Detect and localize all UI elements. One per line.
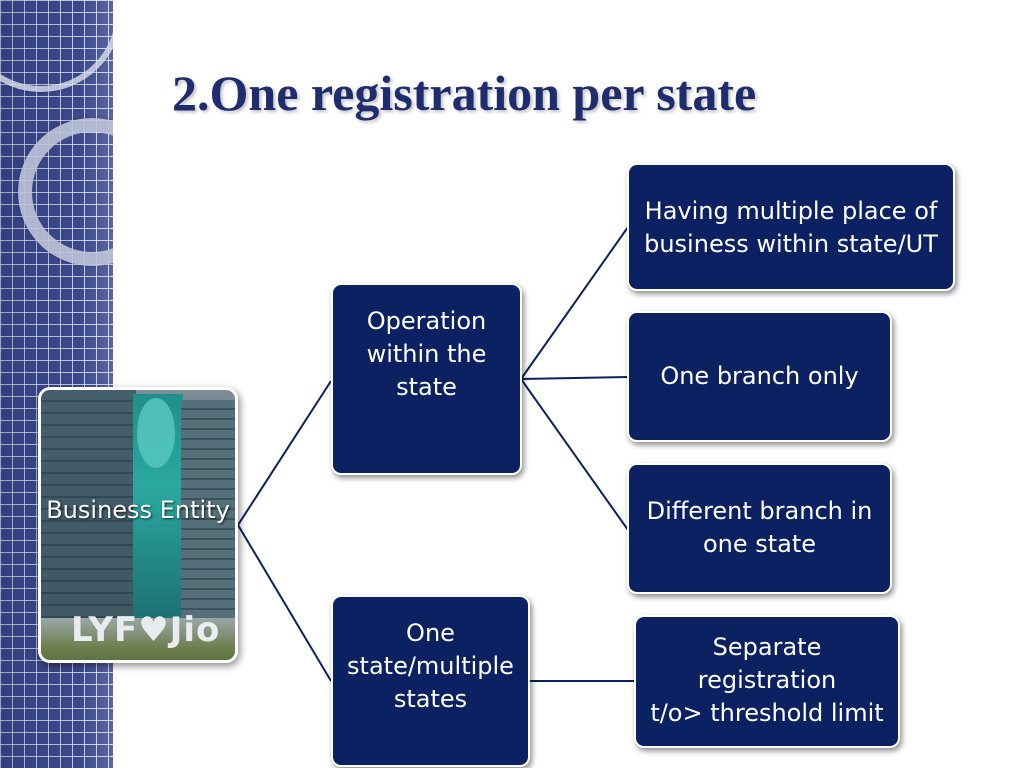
node-text-line: One (406, 619, 455, 647)
node-text-line: Having multiple place of (644, 197, 938, 225)
node-text-line: Operation (366, 307, 487, 335)
jio-logo-shape (137, 398, 175, 468)
connector-operation-to-different (520, 378, 629, 531)
node-text-line: One branch only (660, 362, 859, 390)
connector-operation-to-multiple (520, 226, 629, 380)
node-text-line: states (393, 685, 468, 713)
connector-root-to-one-state (237, 524, 332, 682)
one-branch-only-node: One branch only (627, 311, 892, 442)
node-text-line: within the (366, 340, 487, 368)
different-branch-node: Different branch in one state (627, 463, 892, 594)
business-entity-node: LYF♥Jio Business Entity (38, 387, 238, 663)
node-text-line: one state (702, 530, 817, 558)
node-text-line: Business (46, 496, 153, 524)
node-text-line: business within state/UT (644, 230, 938, 258)
business-entity-label: Business Entity (41, 494, 235, 527)
building-image-part (181, 400, 235, 620)
building-image-ground (41, 618, 235, 660)
node-text-line: state (396, 373, 457, 401)
building-image-part (41, 390, 136, 620)
connector-root-to-operation (237, 380, 332, 526)
multiple-places-node: Having multiple place of business within… (627, 163, 955, 291)
node-text-line: Separate (712, 633, 822, 661)
connector-operation-to-one-branch (520, 376, 629, 380)
lyf-jio-sign: LYF♥Jio (71, 610, 221, 650)
decorative-grid-strip (0, 0, 113, 768)
separate-registration-node: Separate registration t/o> threshold lim… (634, 615, 900, 748)
node-text-line: state/multiple (347, 652, 514, 680)
node-text-line: registration (697, 666, 837, 694)
node-text-line: Different branch in (646, 497, 873, 525)
one-state-multiple-states-node: One state/multiple states (331, 595, 530, 767)
operation-within-state-node: Operation within the state (331, 283, 522, 475)
decorative-ring (0, 0, 113, 92)
node-text-line: t/o> threshold limit (650, 699, 884, 727)
node-text-line: Entity (159, 496, 230, 524)
slide-title: 2.One registration per state (172, 65, 757, 121)
